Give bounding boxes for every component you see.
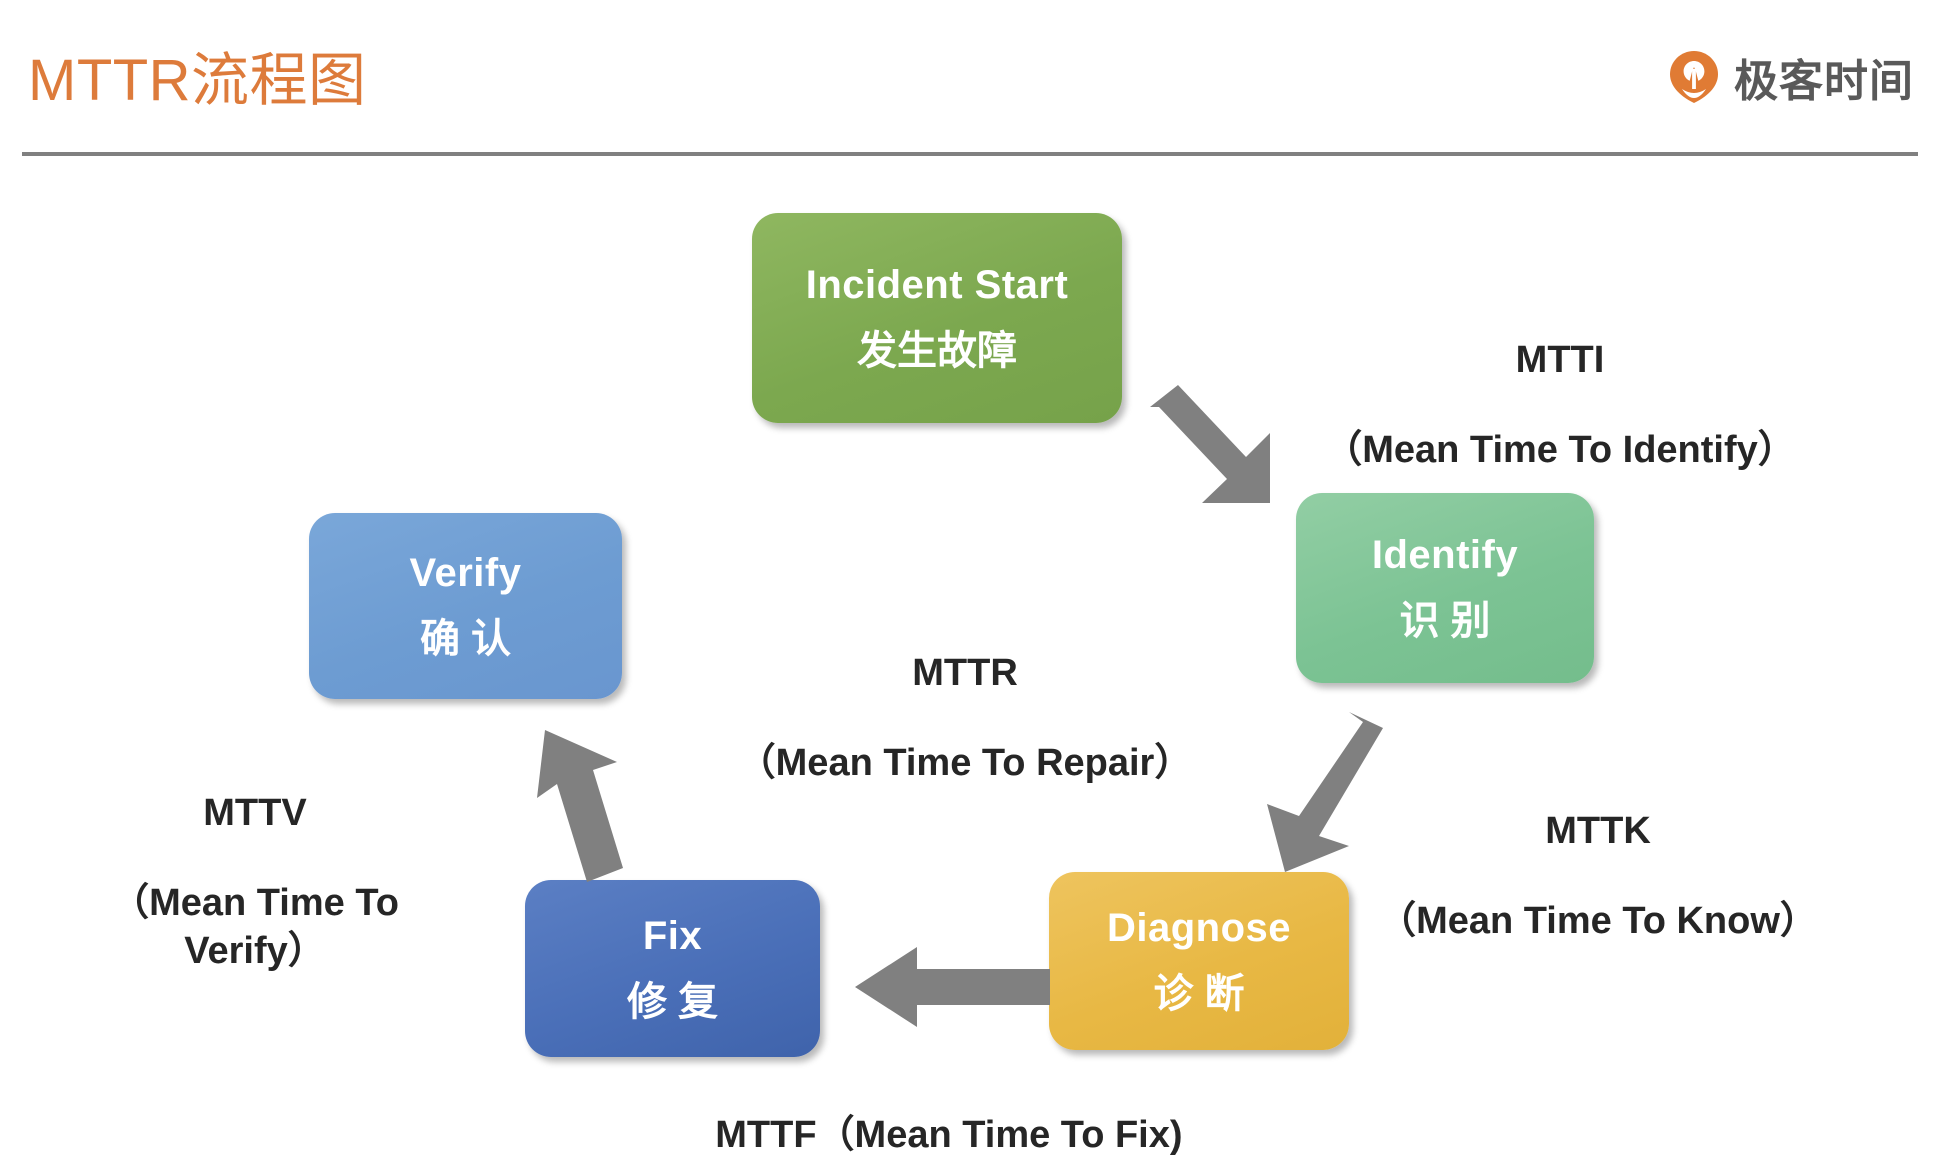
node-label-cn: 确 认 — [419, 617, 512, 661]
node-label-en: Verify — [409, 551, 522, 595]
metric-abbr: MTTR — [912, 651, 1018, 694]
arrow-fix-to-verify-icon — [525, 710, 645, 890]
metric-full: （Mean Time To Know） — [1378, 899, 1818, 942]
page-title: MTTR流程图 — [28, 48, 367, 113]
node-label-cn: 修 复 — [626, 979, 719, 1024]
metric-label-mttv: MTTV （Mean Time To Verify） — [85, 748, 425, 1017]
metric-full: （Mean Time To Verify） — [111, 881, 399, 973]
arrow-diagnose-to-fix-icon — [855, 945, 1050, 1030]
arrow-identify-to-diagnose-icon — [1263, 712, 1393, 872]
node-incident-start[interactable]: Incident Start 发生故障 — [752, 213, 1122, 423]
node-label-en: Incident Start — [805, 263, 1069, 307]
brand-name: 极客时间 — [1734, 57, 1914, 106]
arrow-incident-to-identify-icon — [1150, 385, 1300, 505]
metric-label-mttr: MTTR （Mean Time To Repair） — [710, 608, 1220, 828]
geektime-pin-icon — [1666, 49, 1722, 105]
header-divider — [22, 152, 1918, 156]
node-diagnose[interactable]: Diagnose 诊 断 — [1049, 872, 1349, 1050]
metric-full: （Mean Time To Identify） — [1324, 428, 1796, 471]
metric-abbr: MTTF — [715, 1114, 817, 1157]
node-identify[interactable]: Identify 识 别 — [1296, 493, 1594, 683]
metric-abbr: MTTK — [1545, 809, 1651, 852]
node-label-cn: 识 别 — [1399, 599, 1491, 643]
metric-abbr: MTTV — [203, 791, 307, 834]
metric-label-mttk: MTTK （Mean Time To Know） — [1368, 766, 1828, 986]
node-verify[interactable]: Verify 确 认 — [309, 513, 622, 699]
node-label-en: Identify — [1371, 533, 1519, 577]
metric-full: （Mean Time To Fix) — [816, 1114, 1183, 1157]
node-label-en: Fix — [642, 913, 703, 958]
node-label-en: Diagnose — [1106, 906, 1292, 950]
metric-full: （Mean Time To Repair） — [737, 741, 1193, 784]
metric-label-mtti: MTTI （Mean Time To Identify） — [1300, 295, 1820, 515]
metric-abbr: MTTI — [1515, 338, 1605, 381]
metric-label-mttf: MTTF（Mean Time To Fix) — [640, 1091, 1240, 1166]
node-fix[interactable]: Fix 修 复 — [525, 880, 820, 1057]
node-label-cn: 发生故障 — [857, 329, 1017, 373]
node-label-cn: 诊 断 — [1153, 972, 1245, 1016]
brand-logo: 极客时间 — [1666, 45, 1914, 109]
